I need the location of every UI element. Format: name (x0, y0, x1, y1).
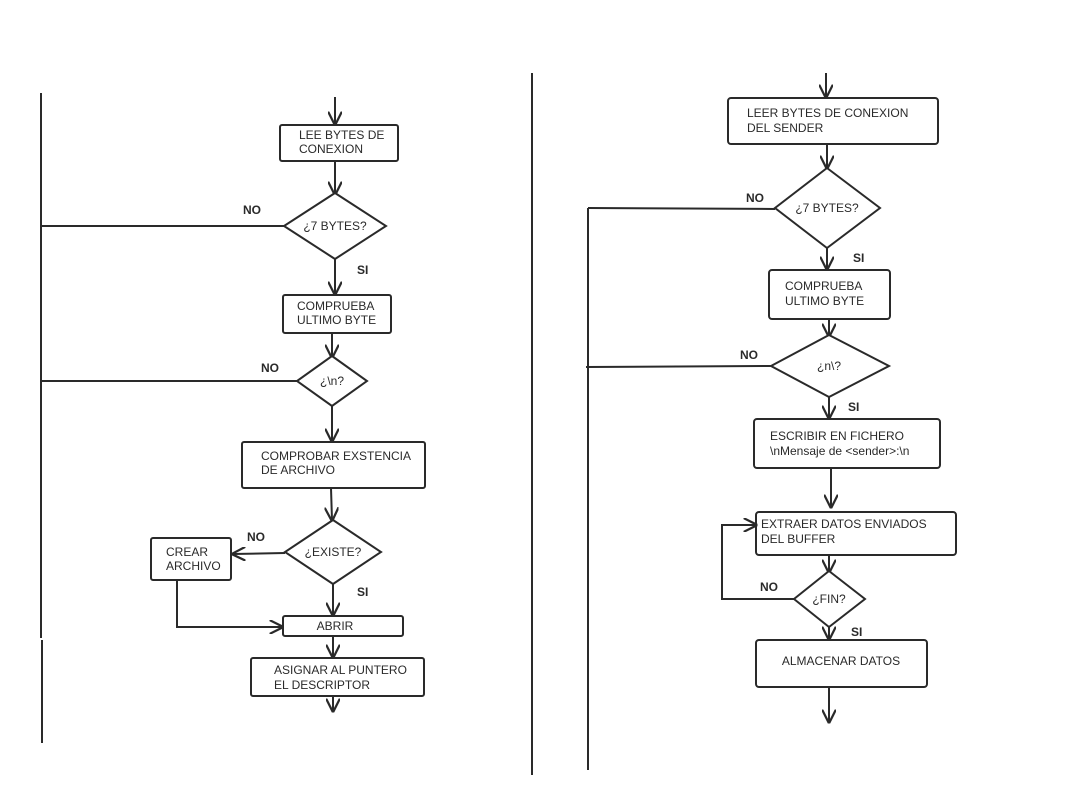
left-box-comprueba-line1: COMPRUEBA (297, 299, 374, 313)
right-decision-7-bytes-label: ¿7 BYTES? (795, 201, 859, 215)
right-box-leer-line1: LEER BYTES DE CONEXION (747, 106, 908, 120)
right-label-no-2: NO (740, 348, 758, 362)
left-box-asignar: ASIGNAR AL PUNTERO EL DESCRIPTOR (250, 657, 425, 697)
right-box-extraer-line1: EXTRAER DATOS ENVIADOS (761, 517, 927, 531)
right-decision-fin: ¿FIN? (792, 569, 867, 629)
left-label-si-1: SI (357, 263, 368, 277)
left-box-crear-line2: ARCHIVO (166, 559, 221, 573)
left-no-arrow-crear (233, 553, 286, 554)
left-label-si-3: SI (357, 585, 368, 599)
right-box-leer-line2: DEL SENDER (747, 121, 824, 135)
right-label-si-2: SI (848, 400, 859, 414)
left-box-comprueba-line2: ULTIMO BYTE (297, 313, 376, 327)
right-no-line-1 (587, 207, 776, 210)
right-box-almacenar: ALMACENAR DATOS (755, 639, 928, 688)
left-label-no-3: NO (247, 530, 265, 544)
left-decision-newline: ¿\n? (295, 354, 369, 408)
right-box-extraer: EXTRAER DATOS ENVIADOS DEL BUFFER (755, 511, 957, 556)
left-decision-existe-label: ¿EXISTE? (305, 545, 362, 559)
right-label-no-3: NO (760, 580, 778, 594)
right-box-escribir: ESCRIBIR EN FICHERO \nMensaje de <sender… (753, 418, 941, 469)
left-box-crear-line1: CREAR (166, 545, 208, 559)
right-decision-7-bytes: ¿7 BYTES? (773, 166, 882, 250)
right-decision-newline: ¿n\? (768, 333, 892, 399)
left-box-asignar-line1: ASIGNAR AL PUNTERO (274, 663, 407, 677)
left-decision-existe: ¿EXISTE? (283, 518, 383, 586)
left-box-lee-bytes: LEE BYTES DE CONEXION (279, 124, 399, 162)
left-box-lee-line2: CONEXION (299, 142, 363, 156)
right-no-line-2 (585, 365, 772, 368)
right-box-comprueba-line1: COMPRUEBA (785, 279, 862, 293)
right-box-almacenar-label: ALMACENAR DATOS (782, 654, 900, 668)
left-box-crear-archivo: CREAR ARCHIVO (150, 537, 232, 581)
left-box-asignar-line2: EL DESCRIPTOR (274, 678, 370, 692)
right-loop-back-arrow (721, 525, 794, 600)
right-box-comprueba: COMPRUEBA ULTIMO BYTE (768, 269, 891, 320)
right-box-escribir-line2: \nMensaje de <sender>:\n (770, 444, 909, 458)
right-flowchart: LEER BYTES DE CONEXION DEL SENDER ¿7 BYT… (585, 73, 957, 770)
right-box-comprueba-line2: ULTIMO BYTE (785, 294, 864, 308)
left-arrow-5 (331, 487, 332, 520)
left-crear-to-abrir-arrow (176, 580, 282, 627)
left-label-no-1: NO (243, 203, 261, 217)
left-decision-7-bytes-label: ¿7 BYTES? (303, 219, 367, 233)
right-label-si-1: SI (853, 251, 864, 265)
left-decision-newline-label: ¿\n? (320, 374, 344, 388)
right-box-extraer-line2: DEL BUFFER (761, 532, 836, 546)
right-decision-fin-label: ¿FIN? (812, 592, 846, 606)
left-box-comprobar-line2: DE ARCHIVO (261, 463, 335, 477)
left-box-abrir-label: ABRIR (317, 619, 354, 633)
left-flowchart: LEE BYTES DE CONEXION ¿7 BYTES? NO SI CO… (40, 93, 426, 743)
left-box-comprueba: COMPRUEBA ULTIMO BYTE (282, 294, 392, 334)
right-label-si-3: SI (851, 625, 862, 639)
left-label-no-2: NO (261, 361, 279, 375)
left-box-comprobar-line1: COMPROBAR EXSTENCIA (261, 449, 411, 463)
right-box-leer-bytes: LEER BYTES DE CONEXION DEL SENDER (727, 97, 939, 145)
right-box-escribir-line1: ESCRIBIR EN FICHERO (770, 429, 904, 443)
left-decision-7-bytes: ¿7 BYTES? (282, 191, 388, 261)
left-box-lee-line1: LEE BYTES DE (299, 128, 384, 142)
right-decision-newline-label: ¿n\? (817, 359, 841, 373)
left-box-comprobar: COMPROBAR EXSTENCIA DE ARCHIVO (241, 441, 426, 489)
right-label-no-1: NO (746, 191, 764, 205)
left-box-abrir: ABRIR (282, 615, 404, 637)
